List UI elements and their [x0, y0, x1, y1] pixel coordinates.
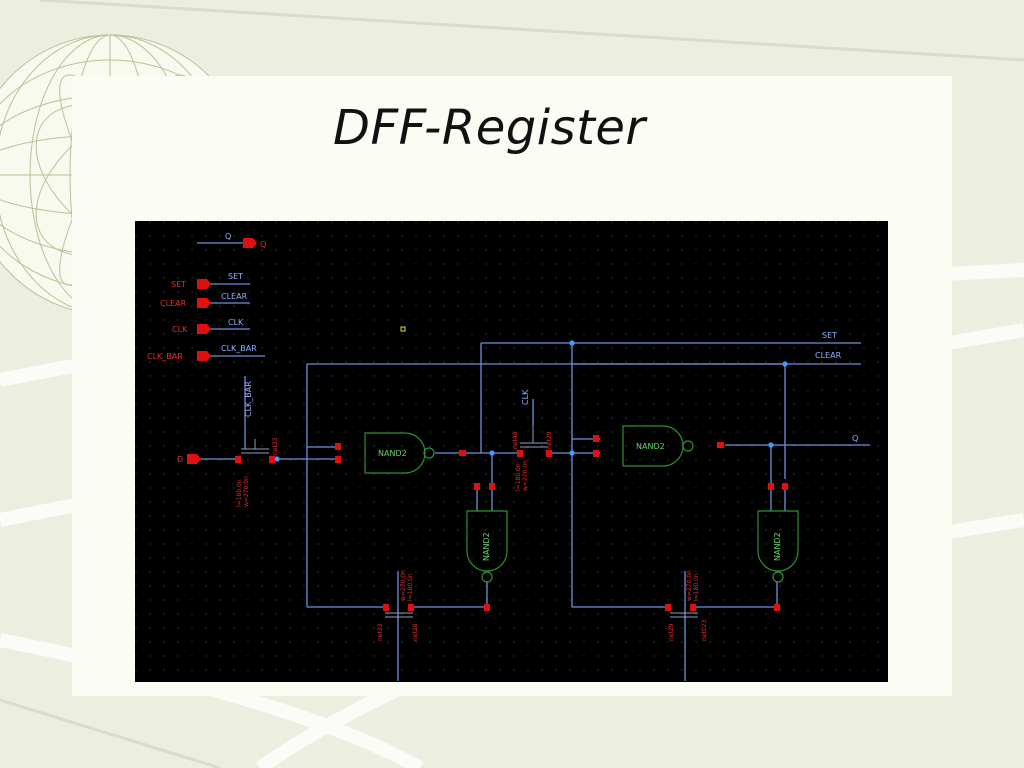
transistor-3-net2: net28 [412, 623, 419, 641]
wire-label-clk-mid: CLK [521, 389, 530, 405]
transistor-2-w: w=270.0n [522, 460, 529, 491]
wire-label-clk-bar: CLK_BAR [221, 344, 257, 353]
port-clk-bar: CLK_BAR [147, 352, 183, 361]
nand-label-4: NAND2 [773, 532, 782, 561]
wire-label-clear: CLEAR [221, 292, 248, 301]
nand-gate-3 [466, 510, 508, 583]
wire-label-q-top: Q [225, 232, 231, 241]
nand-label-3: NAND2 [482, 532, 491, 561]
transistor-4-w: w=270.0n [686, 570, 693, 601]
wire-label-set-right: SET [822, 331, 837, 340]
nand-label-1: NAND2 [378, 449, 407, 458]
transistor-4-l: l=180.0n [693, 573, 700, 601]
junctions [274, 340, 788, 462]
port-q-out: Q [260, 240, 266, 249]
transistor-2-net: net48 [512, 431, 519, 449]
transistor-1-net: net33 [272, 437, 279, 455]
transistor-3 [385, 612, 413, 618]
transistor-4 [670, 612, 698, 618]
nand-gate-2 [622, 425, 694, 467]
wire-label-clk: CLK [228, 318, 244, 327]
transistor-2-l: l=180.0n [515, 463, 522, 491]
nand-gate-1 [364, 432, 435, 474]
wire-label-clear-right: CLEAR [815, 351, 842, 360]
port-clear: CLEAR [160, 299, 187, 308]
port-pins [187, 238, 257, 464]
transistor-3-net: net33 [377, 623, 384, 641]
transistor-4-net: net29 [668, 623, 675, 641]
transistor-2-net2: net29 [546, 431, 553, 449]
nand-label-2: NAND2 [636, 442, 665, 451]
wires [197, 242, 870, 681]
transistor-3-l: l=180.0n [407, 573, 414, 601]
slide-title: DFF-Register [333, 100, 646, 156]
transistor-2 [520, 426, 548, 448]
marker-square [400, 326, 406, 332]
wire-label-set: SET [228, 272, 243, 281]
dff-schematic: Q SET CLEAR CLK CLK_BAR D Q SET CLEAR CL… [135, 221, 888, 682]
transistor-3-w: w=270.0n [400, 570, 407, 601]
wire-label-clk-bar-left: CLK_BAR [244, 381, 253, 417]
port-d-in: D [177, 455, 183, 464]
wire-label-q-right: Q [852, 434, 858, 443]
transistor-1-l: l=180.0n [236, 479, 243, 507]
nand-gate-4 [757, 510, 799, 583]
pin-stubs [235, 435, 788, 611]
port-set: SET [171, 280, 186, 289]
transistor-1-w: w=270.0n [243, 476, 250, 507]
transistor-4-net2: net023 [701, 620, 708, 641]
port-clk: CLK [172, 325, 188, 334]
transistor-1 [241, 439, 269, 454]
